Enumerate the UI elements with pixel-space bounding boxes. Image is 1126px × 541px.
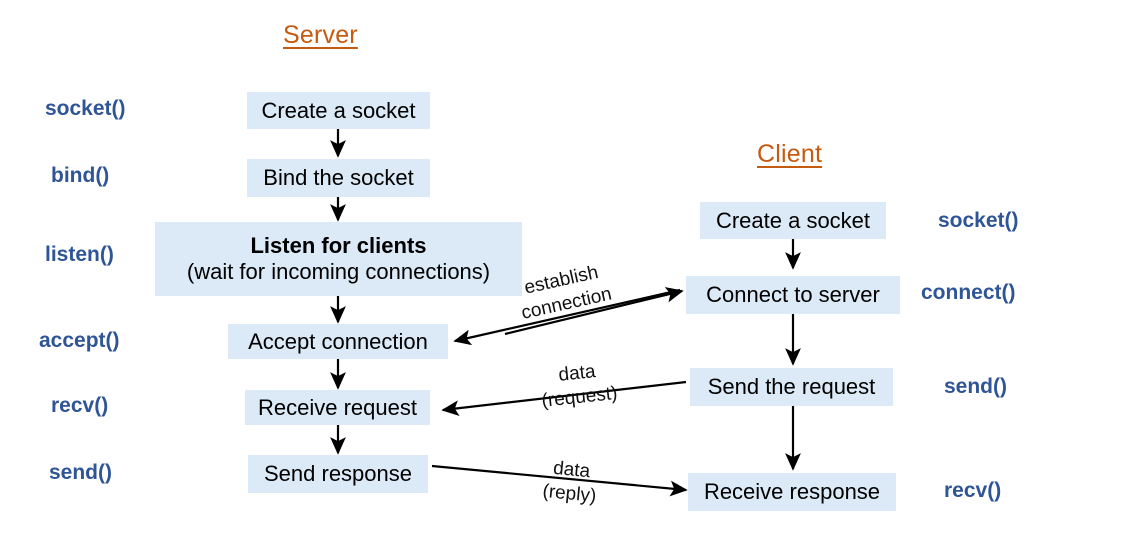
client-step-receive-response-label: Receive response (703, 479, 881, 505)
client-api-connect: connect() (921, 281, 1016, 304)
server-step-create-socket: Create a socket (247, 92, 430, 129)
server-api-accept: accept() (39, 329, 120, 352)
client-step-send-request: Send the request (690, 368, 893, 406)
server-api-recv: recv() (51, 394, 109, 417)
server-step-send-response-label: Send response (264, 461, 412, 487)
edge-label-data-reply-line2: (reply) (541, 480, 598, 507)
server-step-accept-connection: Accept connection (228, 324, 448, 359)
server-step-bind-socket-label: Bind the socket (263, 165, 414, 191)
client-api-send: send() (944, 375, 1007, 398)
server-step-create-socket-label: Create a socket (261, 97, 416, 123)
server-api-bind: bind() (51, 164, 110, 187)
server-step-listen: Listen for clients (wait for incoming co… (155, 222, 522, 296)
client-step-create-socket: Create a socket (700, 202, 886, 239)
server-step-receive-request: Receive request (245, 390, 430, 425)
client-api-recv: recv() (944, 479, 1002, 502)
client-step-connect-to-server: Connect to server (686, 276, 900, 314)
client-api-socket: socket() (938, 209, 1019, 232)
server-step-send-response: Send response (248, 455, 428, 493)
server-step-accept-connection-label: Accept connection (248, 328, 428, 354)
server-step-listen-sublabel: (wait for incoming connections) (186, 259, 491, 284)
edge-label-establish-connection: establish connection (514, 259, 614, 325)
client-column-title: Client (757, 140, 823, 168)
server-api-socket: socket() (45, 97, 126, 120)
server-step-receive-request-label: Receive request (258, 394, 417, 420)
client-step-connect-to-server-label: Connect to server (706, 282, 880, 308)
server-api-send: send() (49, 461, 112, 484)
client-step-send-request-label: Send the request (707, 374, 876, 400)
client-step-create-socket-label: Create a socket (715, 207, 871, 233)
server-column-title: Server (283, 21, 358, 49)
client-step-receive-response: Receive response (688, 473, 896, 511)
server-api-listen: listen() (45, 243, 114, 266)
server-step-listen-label: Listen for clients (250, 233, 427, 259)
server-step-bind-socket: Bind the socket (247, 159, 430, 197)
edge-label-data-request: data (request) (538, 358, 619, 413)
edge-label-data-reply: data (reply) (541, 456, 599, 508)
